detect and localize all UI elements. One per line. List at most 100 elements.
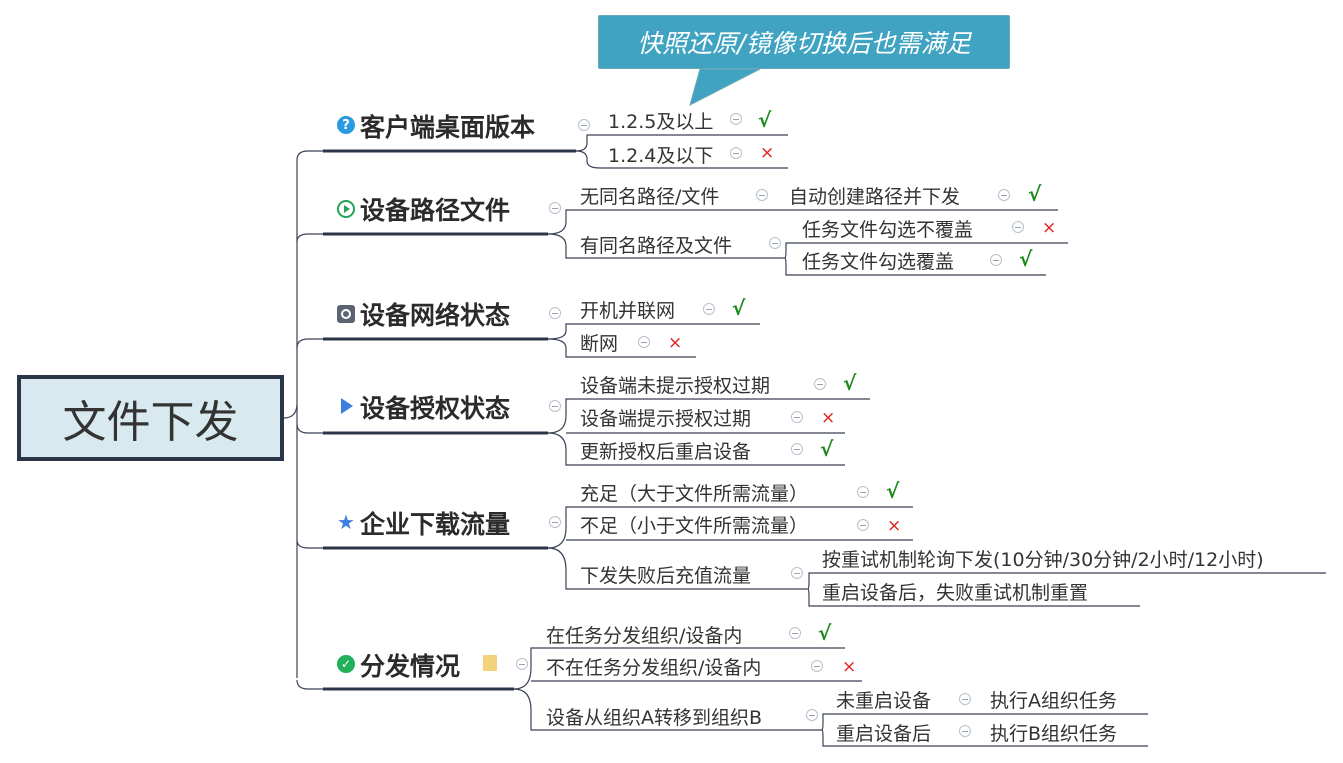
check-mark: √ bbox=[820, 437, 834, 461]
check-circle-icon: ✓ bbox=[337, 655, 355, 673]
connector bbox=[547, 432, 845, 466]
leaf-not-restarted[interactable]: 未重启设备 bbox=[836, 690, 932, 712]
connector bbox=[784, 257, 1046, 276]
collapse-toggle[interactable] bbox=[578, 119, 590, 131]
connector bbox=[547, 506, 913, 549]
check-mark: √ bbox=[818, 621, 832, 645]
connector bbox=[296, 150, 323, 161]
collapse-toggle[interactable] bbox=[811, 660, 823, 672]
help-icon: ? bbox=[337, 116, 355, 134]
connector bbox=[821, 729, 1148, 747]
leaf-no-overwrite[interactable]: 任务文件勾选不覆盖 bbox=[802, 219, 974, 241]
collapse-toggle[interactable] bbox=[730, 147, 742, 159]
callout-note[interactable]: 快照还原/镜像切换后也需满足 bbox=[598, 15, 1010, 69]
leaf-online[interactable]: 开机并联网 bbox=[580, 300, 676, 322]
branch-traffic[interactable]: 企业下载流量 bbox=[360, 510, 511, 539]
branch-client-version[interactable]: 客户端桌面版本 bbox=[360, 113, 536, 142]
collapse-toggle[interactable] bbox=[857, 519, 869, 531]
branch-license-status[interactable]: 设备授权状态 bbox=[360, 394, 511, 423]
leaf-no-same-path[interactable]: 无同名路径/文件 bbox=[580, 186, 720, 208]
collapse-toggle[interactable] bbox=[756, 189, 768, 201]
check-mark: √ bbox=[732, 296, 746, 320]
collapse-toggle[interactable] bbox=[638, 336, 650, 348]
leaf-version-low[interactable]: 1.2.4及以下 bbox=[608, 145, 714, 167]
connector bbox=[296, 679, 323, 690]
collapse-toggle[interactable] bbox=[791, 443, 803, 455]
leaf-traffic-short[interactable]: 不足（小于文件所需流量） bbox=[580, 515, 809, 537]
collapse-toggle[interactable] bbox=[959, 725, 971, 737]
check-mark: √ bbox=[1028, 182, 1042, 206]
cross-mark: × bbox=[842, 657, 857, 677]
cross-mark: × bbox=[1042, 218, 1057, 238]
leaf-org-transfer[interactable]: 设备从组织A转移到组织B bbox=[546, 707, 763, 729]
collapse-toggle[interactable] bbox=[769, 237, 781, 249]
check-mark: √ bbox=[758, 108, 772, 132]
leaf-auto-create[interactable]: 自动创建路径并下发 bbox=[789, 186, 961, 208]
connector bbox=[296, 539, 323, 549]
connector bbox=[513, 688, 822, 731]
collapse-toggle[interactable] bbox=[549, 202, 561, 214]
check-mark: √ bbox=[886, 479, 900, 503]
collapse-toggle[interactable] bbox=[516, 658, 528, 670]
leaf-run-org-b[interactable]: 执行B组织任务 bbox=[990, 723, 1118, 745]
collapse-toggle[interactable] bbox=[549, 307, 561, 319]
collapse-toggle[interactable] bbox=[730, 113, 742, 125]
connector bbox=[296, 423, 323, 434]
connector bbox=[283, 404, 298, 419]
collapse-toggle[interactable] bbox=[703, 303, 715, 315]
leaf-license-expired[interactable]: 设备端提示授权过期 bbox=[580, 408, 752, 430]
leaf-traffic-enough[interactable]: 充足（大于文件所需流量） bbox=[580, 483, 809, 505]
collapse-toggle[interactable] bbox=[549, 400, 561, 412]
collapse-toggle[interactable] bbox=[959, 693, 971, 705]
branch-network-status[interactable]: 设备网络状态 bbox=[360, 301, 511, 330]
leaf-run-org-a[interactable]: 执行A组织任务 bbox=[990, 690, 1117, 712]
note-icon[interactable] bbox=[483, 655, 497, 671]
connector bbox=[547, 233, 785, 259]
root-topic[interactable]: 文件下发 bbox=[17, 375, 284, 461]
flag-icon bbox=[340, 397, 354, 415]
connector bbox=[547, 338, 696, 358]
leaf-same-path[interactable]: 有同名路径及文件 bbox=[580, 235, 733, 257]
leaf-recharge[interactable]: 下发失败后充值流量 bbox=[580, 565, 752, 587]
leaf-retry-reset[interactable]: 重启设备后，失败重试机制重置 bbox=[822, 582, 1089, 604]
connector bbox=[547, 398, 870, 434]
cross-mark: × bbox=[821, 408, 836, 428]
cross-mark: × bbox=[668, 333, 683, 353]
connector bbox=[575, 134, 788, 152]
collapse-toggle[interactable] bbox=[791, 567, 803, 579]
callout-pointer bbox=[689, 68, 761, 106]
branch-device-path[interactable]: 设备路径文件 bbox=[360, 196, 511, 225]
check-mark: √ bbox=[1019, 247, 1033, 271]
collapse-toggle[interactable] bbox=[814, 378, 826, 390]
collapse-toggle[interactable] bbox=[857, 486, 869, 498]
collapse-toggle[interactable] bbox=[1012, 221, 1024, 233]
leaf-license-renewed[interactable]: 更新授权后重启设备 bbox=[580, 441, 752, 463]
cross-mark: × bbox=[760, 143, 775, 163]
leaf-in-org[interactable]: 在任务分发组织/设备内 bbox=[546, 625, 743, 647]
collapse-toggle[interactable] bbox=[806, 709, 818, 721]
leaf-offline[interactable]: 断网 bbox=[580, 333, 619, 355]
connector bbox=[575, 150, 788, 169]
branch-distribution[interactable]: 分发情况 bbox=[360, 652, 461, 681]
connector bbox=[513, 647, 845, 690]
collapse-toggle[interactable] bbox=[998, 189, 1010, 201]
leaf-retry-polling[interactable]: 按重试机制轮询下发(10分钟/30分钟/2小时/12小时) bbox=[822, 549, 1264, 571]
leaf-overwrite[interactable]: 任务文件勾选覆盖 bbox=[802, 251, 955, 273]
check-mark: √ bbox=[843, 371, 857, 395]
star-icon: ★ bbox=[337, 510, 355, 534]
collapse-toggle[interactable] bbox=[990, 254, 1002, 266]
collapse-toggle[interactable] bbox=[791, 411, 803, 423]
collapse-toggle[interactable] bbox=[789, 627, 801, 639]
cross-mark: × bbox=[887, 516, 902, 536]
collapse-toggle[interactable] bbox=[549, 516, 561, 528]
leaf-version-high[interactable]: 1.2.5及以上 bbox=[608, 111, 714, 133]
connector bbox=[547, 547, 808, 590]
play-circle-icon bbox=[337, 200, 355, 218]
leaf-restarted[interactable]: 重启设备后 bbox=[836, 723, 932, 745]
leaf-license-valid[interactable]: 设备端未提示授权过期 bbox=[580, 375, 771, 397]
connector bbox=[296, 338, 323, 349]
pie-chart-icon bbox=[337, 305, 355, 323]
connector bbox=[807, 588, 1140, 607]
leaf-not-in-org[interactable]: 不在任务分发组织/设备内 bbox=[546, 657, 762, 679]
